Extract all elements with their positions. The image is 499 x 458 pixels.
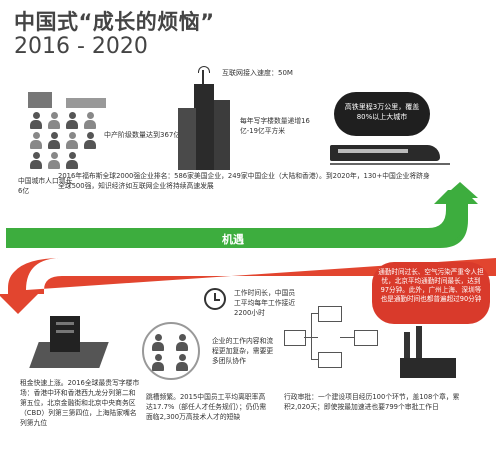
building-right [214, 100, 230, 170]
person-icon [84, 112, 96, 129]
opportunity-arrow-svg [6, 190, 478, 248]
rent-text: 租金快速上涨。2016全球最贵写字楼市场：香港中环和香港西九龙分列第二和第五位，… [20, 379, 140, 427]
population-pedestal [28, 92, 52, 108]
approval-flowchart [284, 300, 380, 380]
challenge-label: 挑战 [222, 260, 244, 273]
flow-box [318, 352, 342, 368]
antenna-signal-icon [198, 66, 210, 73]
office-building-illustration [172, 66, 234, 170]
urban-population-illustration [28, 92, 108, 172]
factory-pollution-icon [400, 322, 460, 378]
antenna-icon [202, 70, 204, 84]
year-range: 2016 - 2020 [14, 34, 148, 59]
flow-box [284, 330, 306, 346]
urban-population-label: 中国城市人口增长6亿 [18, 177, 73, 195]
middle-class-label: 中产阶级数量达到367亿 [104, 131, 181, 139]
person-icon [48, 152, 60, 169]
person-icon [48, 112, 60, 129]
collaboration-label: 企业的工作内容和流程更加复杂，需要更多团队协作 [212, 337, 274, 365]
flow-box [354, 330, 378, 346]
opportunity-label: 机遇 [222, 233, 244, 246]
person-icon [48, 132, 60, 149]
work-hours-label: 工作时间长，中国员工平均每年工作接近2200小时 [234, 289, 296, 317]
building-tower [194, 84, 214, 170]
clock-icon [204, 288, 226, 310]
high-speed-train-icon [330, 143, 450, 165]
challenge-arrow-svg [0, 258, 496, 314]
flow-box [318, 306, 342, 322]
person-icon [30, 152, 42, 169]
page-title: 中国式“成长的烦恼” [14, 10, 215, 34]
office-space-label: 每年写字楼数量递增16亿-19亿平方米 [240, 117, 310, 135]
team-collaboration-icon [142, 322, 200, 380]
person-icon [84, 132, 96, 149]
high-speed-rail-cloud: 高铁里程3万公里，覆盖80%以上大城市 [334, 92, 430, 136]
rent-building-illustration [29, 312, 110, 372]
person-icon [30, 112, 42, 129]
talent-text: 跳槽频繁。2015中国员工平均离职率高达17.7%（部任人才任务规们）；仍仍需面… [146, 393, 267, 421]
person-icon [30, 132, 42, 149]
internet-speed-label: 互联网接入速度：50M [222, 69, 293, 77]
population-pedestal-step [66, 98, 106, 108]
person-icon [66, 112, 78, 129]
approval-text: 行政审批：一个建设项目经历100个环节，盖108个章，累积2,020天；即使按最… [284, 393, 460, 411]
person-icon [66, 132, 78, 149]
enterprise-ranking-text: 2016年福布斯全球2000强企业排名：586家美国企业，249家中国企业（大陆… [58, 172, 430, 190]
commute-cloud: 通勤时间过长、空气污染严重令人担忧，北京平均通勤时间最长，达到97分钟。此外，广… [372, 262, 490, 324]
building-left [178, 108, 196, 170]
person-icon [66, 152, 78, 169]
